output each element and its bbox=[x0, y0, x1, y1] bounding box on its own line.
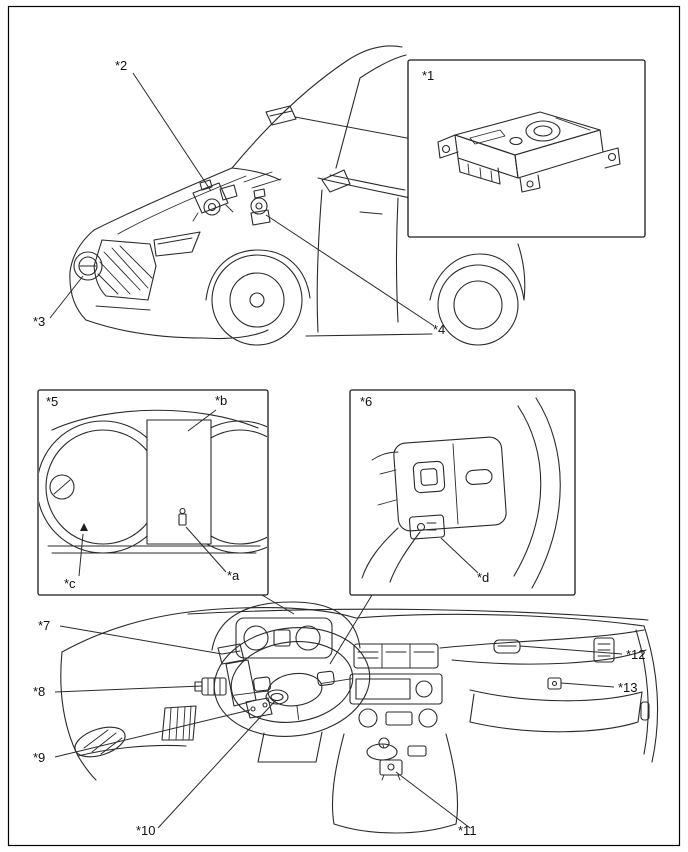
callout-12-label: *12 bbox=[626, 647, 646, 662]
leader-line-7 bbox=[59, 625, 223, 655]
ecu-illustration bbox=[437, 111, 621, 193]
leader-line-11 bbox=[395, 771, 471, 829]
steering-switch-detail-box: *6 *d bbox=[349, 389, 576, 596]
callout-4-label: *4 bbox=[433, 322, 445, 337]
callout-13-label: *13 bbox=[618, 680, 638, 695]
callout-a-label: *a bbox=[227, 568, 240, 583]
column-upper-bracket bbox=[217, 643, 245, 665]
console-module bbox=[379, 759, 403, 781]
shift-lever bbox=[366, 737, 427, 761]
center-vents bbox=[353, 643, 439, 669]
column-lower-bracket bbox=[245, 697, 273, 719]
leader-line-1 bbox=[294, 116, 413, 140]
hvac-controls bbox=[358, 708, 438, 728]
callout-7-label: *7 bbox=[38, 618, 50, 633]
leader-line-a bbox=[185, 526, 227, 573]
leader-line-10 bbox=[157, 699, 277, 829]
talk-switch bbox=[408, 514, 446, 540]
cowl-actuator bbox=[192, 179, 238, 222]
grille-emblem-sensor bbox=[73, 251, 103, 281]
bottom-callouts: *7 *8 *9 *10 *11 *12 *13 bbox=[33, 618, 646, 838]
callout-11-label: *11 bbox=[458, 823, 477, 838]
ignition-key-ring bbox=[265, 689, 289, 705]
callout-3-label: *3 bbox=[33, 314, 45, 329]
leader-line-8 bbox=[54, 685, 203, 693]
steering-switch-illustration bbox=[361, 397, 561, 589]
leader-line-c bbox=[78, 533, 84, 577]
leader-line-12 bbox=[519, 645, 623, 655]
callout-b-label: *b bbox=[215, 393, 227, 408]
leader-box6-to-wheel bbox=[329, 594, 373, 665]
callout-8-label: *8 bbox=[33, 684, 45, 699]
leader-line-b bbox=[187, 409, 217, 432]
glove-box bbox=[469, 689, 643, 733]
door-speaker bbox=[74, 726, 126, 758]
leader-line-13 bbox=[560, 682, 615, 688]
side-switch bbox=[547, 677, 562, 690]
side-vent bbox=[593, 637, 615, 663]
callout-2-label: *2 bbox=[115, 58, 127, 73]
callout-10-label: *10 bbox=[136, 823, 156, 838]
callout-c-label: *c bbox=[64, 576, 76, 591]
cluster-illustration bbox=[39, 409, 267, 554]
front-wheel bbox=[205, 249, 311, 346]
instrument-cluster bbox=[235, 617, 333, 659]
figure-border bbox=[7, 5, 681, 847]
ecu-detail-box: *1 bbox=[407, 59, 646, 238]
display-symbol-icon bbox=[178, 507, 187, 526]
steering-switch-detail-box-frame bbox=[349, 389, 576, 596]
leader-line-9 bbox=[54, 709, 251, 758]
top-callouts: *2 *3 *4 bbox=[33, 58, 445, 337]
windshield-module bbox=[265, 105, 297, 126]
leader-line-4 bbox=[265, 214, 435, 327]
headlight bbox=[153, 231, 201, 257]
grille bbox=[93, 239, 157, 301]
ecu-detail-box-frame bbox=[407, 59, 646, 238]
knee-panel bbox=[161, 705, 197, 741]
rear-wheel bbox=[429, 243, 526, 346]
leader-line-2 bbox=[132, 72, 212, 192]
leader-line-3 bbox=[49, 275, 84, 319]
callout-5-label: *5 bbox=[46, 394, 58, 409]
dashboard-illustration bbox=[60, 601, 659, 834]
callout-9-label: *9 bbox=[33, 750, 45, 765]
callout-d-label: *d bbox=[477, 570, 489, 585]
cluster-detail-box: *5 *b *c *a bbox=[37, 389, 269, 596]
callout-6-label: *6 bbox=[360, 394, 372, 409]
horn-component bbox=[250, 188, 271, 226]
head-unit bbox=[349, 673, 443, 705]
car-front-illustration bbox=[69, 45, 526, 346]
leader-box5-to-cluster bbox=[261, 594, 295, 615]
steering-wheel bbox=[213, 627, 371, 737]
leader-line-d bbox=[440, 537, 479, 574]
warning-indicator-icon bbox=[80, 523, 88, 531]
callout-1-label: *1 bbox=[422, 68, 434, 83]
